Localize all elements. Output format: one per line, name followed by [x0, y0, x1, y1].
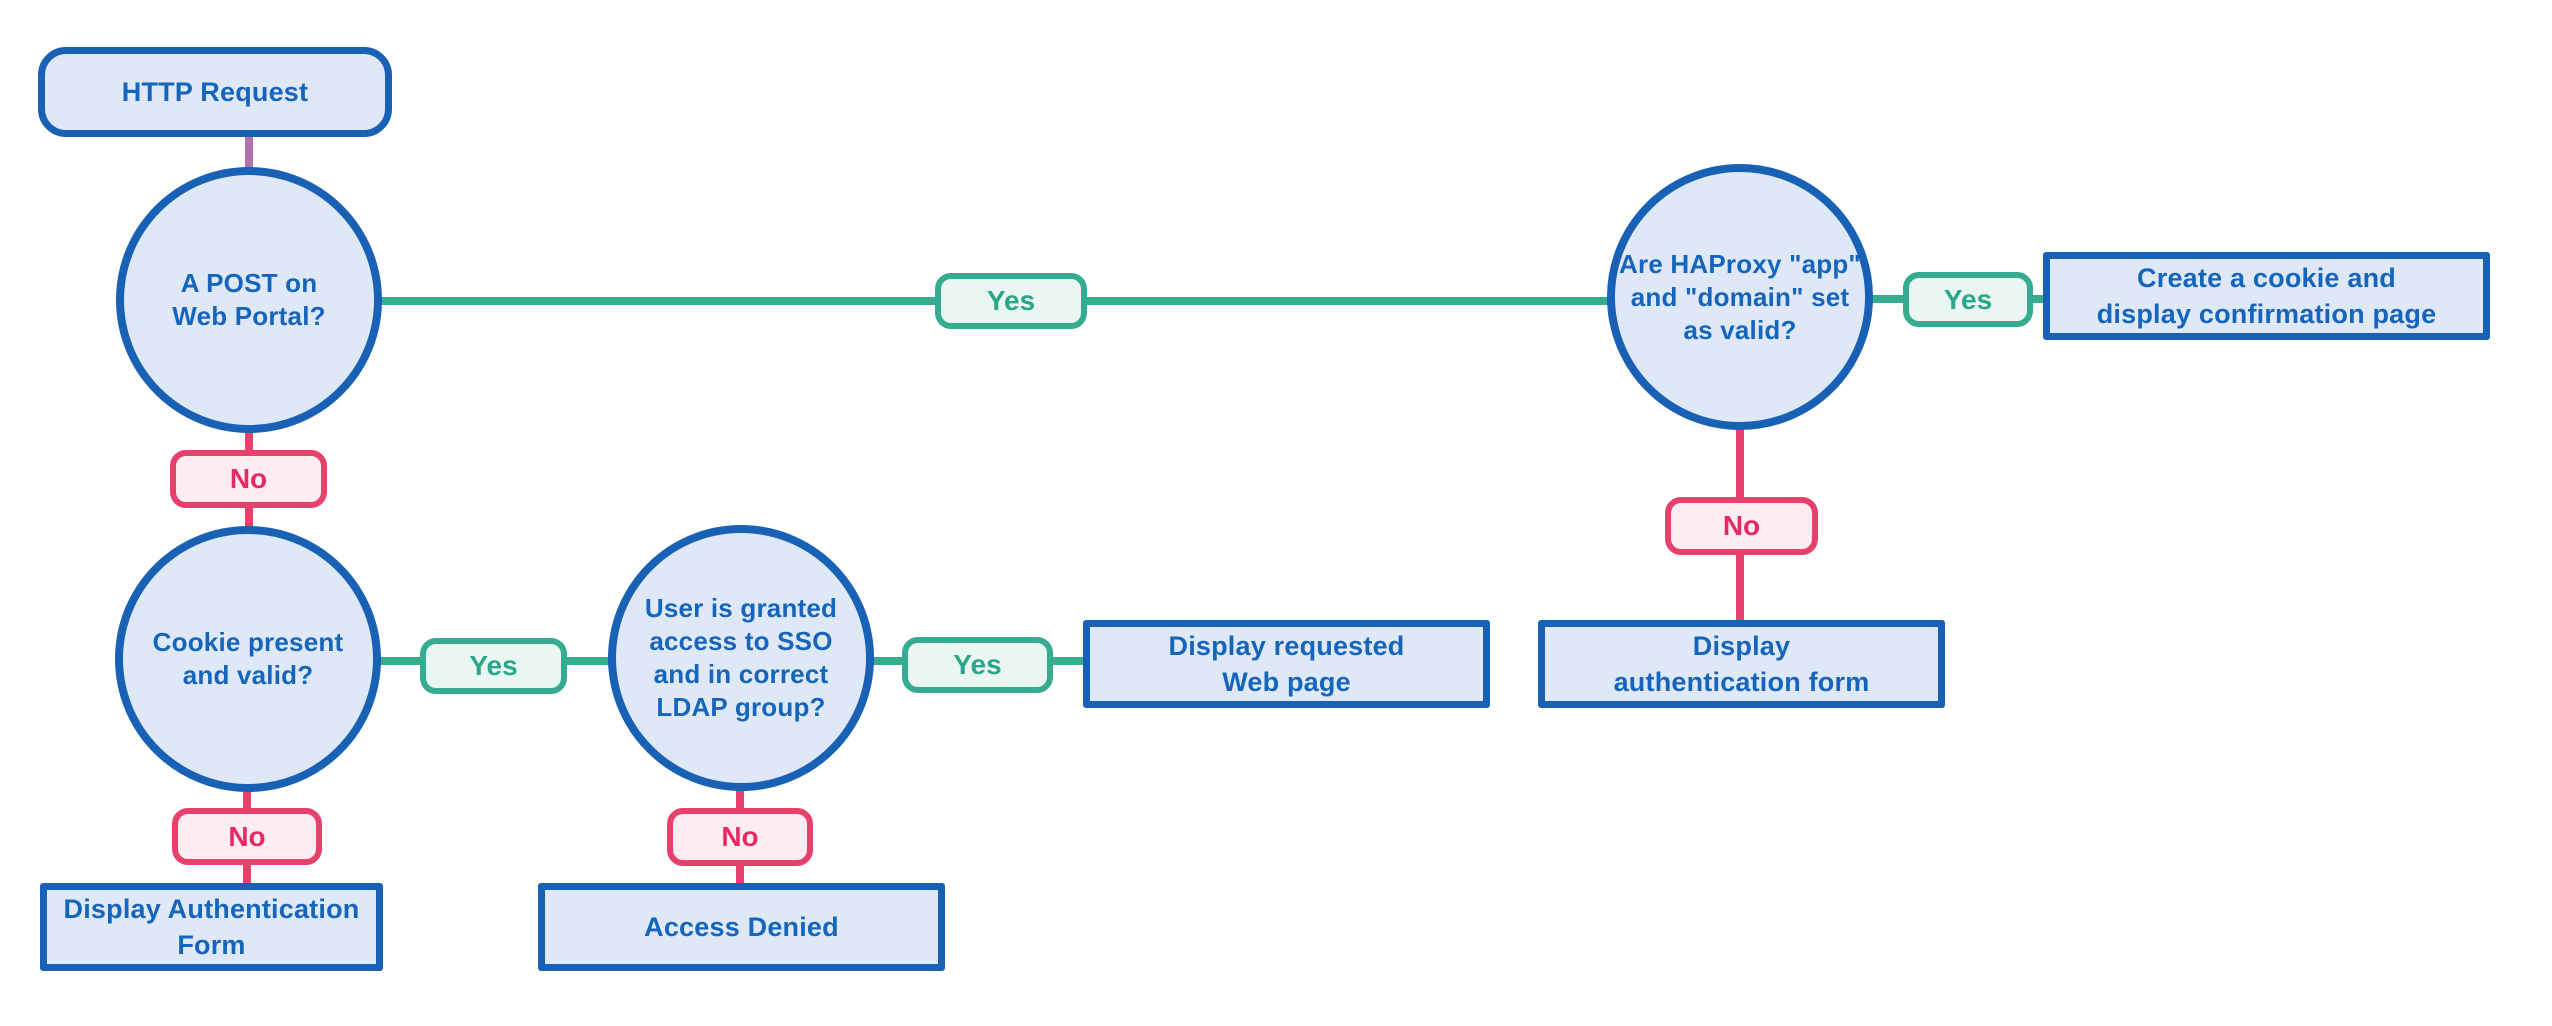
edge-label-yes-user-granted: Yes	[902, 637, 1053, 693]
node-user-granted-sso-ldap: User is granted access to SSO and in cor…	[608, 525, 874, 791]
node-cookie-present-line1: Cookie present	[152, 627, 344, 657]
node-create-cookie-line1: Create a cookie and	[2137, 263, 2396, 293]
edge-label-no4-text: No	[228, 820, 266, 852]
node-display-authentication-form-left: Display Authentication Form	[40, 883, 383, 971]
node-create-cookie-line2: display confirmation page	[2096, 299, 2437, 329]
edge-label-yes-post-to-haproxy: Yes	[935, 273, 1087, 329]
node-haproxy-app-domain-valid: Are HAProxy "app" and "domain" set as va…	[1607, 164, 1873, 430]
node-display-auth-right-line2: authentication form	[1613, 667, 1870, 697]
node-user-granted-line4: LDAP group?	[656, 692, 826, 722]
node-create-cookie-confirmation: Create a cookie and display confirmation…	[2043, 252, 2490, 340]
edge-label-yes2-text: Yes	[1943, 283, 1993, 315]
node-display-requested-web-page: Display requested Web page	[1083, 620, 1490, 708]
node-display-authentication-form-right: Display authentication form	[1538, 620, 1945, 708]
edge-label-no-haproxy: No	[1665, 497, 1818, 555]
edge-label-yes3-text: Yes	[469, 650, 518, 681]
node-access-denied-label: Access Denied	[644, 912, 839, 942]
node-display-auth-left-label: Display Authentication Form	[63, 894, 360, 960]
edge-label-yes1-text: Yes	[986, 285, 1036, 316]
node-http-request: HTTP Request	[38, 47, 392, 137]
edge-label-no1-text: No	[229, 463, 268, 494]
edge-label-no2-text: No	[1722, 510, 1761, 541]
edge-label-no-post-web-portal: No	[170, 450, 327, 508]
node-haproxy-line1: Are HAProxy "app"	[1619, 248, 1861, 279]
node-access-denied: Access Denied	[538, 883, 945, 971]
node-post-on-web-portal-line2: Web Portal?	[172, 301, 326, 331]
node-user-granted-line1: User is granted	[644, 593, 838, 623]
node-user-granted-line2: access to SSO	[649, 626, 833, 656]
node-post-on-web-portal: A POST on Web Portal?	[116, 167, 382, 433]
node-display-auth-right-line1: Display	[1692, 631, 1791, 661]
edge-label-yes-cookie-present: Yes	[420, 638, 567, 694]
node-cookie-present-line2: and valid?	[182, 660, 314, 690]
node-haproxy-line3: as valid?	[1683, 314, 1797, 345]
node-post-on-web-portal-line1: A POST on	[180, 268, 318, 298]
edge-label-no-user-granted: No	[667, 808, 813, 866]
edge-label-yes4-text: Yes	[953, 649, 1002, 680]
node-display-requested-line2: Web page	[1222, 667, 1351, 697]
edge-label-no-cookie-present: No	[172, 808, 322, 865]
node-http-request-label: HTTP Request	[121, 77, 309, 107]
node-display-requested-line1: Display requested	[1168, 631, 1405, 661]
edge-label-no3-text: No	[721, 821, 759, 852]
node-haproxy-line2: and "domain" set	[1630, 281, 1850, 312]
edge-label-yes-haproxy-to-cookie: Yes	[1903, 272, 2033, 327]
node-user-granted-line3: and in correct	[653, 659, 829, 689]
node-cookie-present-valid: Cookie present and valid?	[115, 526, 381, 792]
